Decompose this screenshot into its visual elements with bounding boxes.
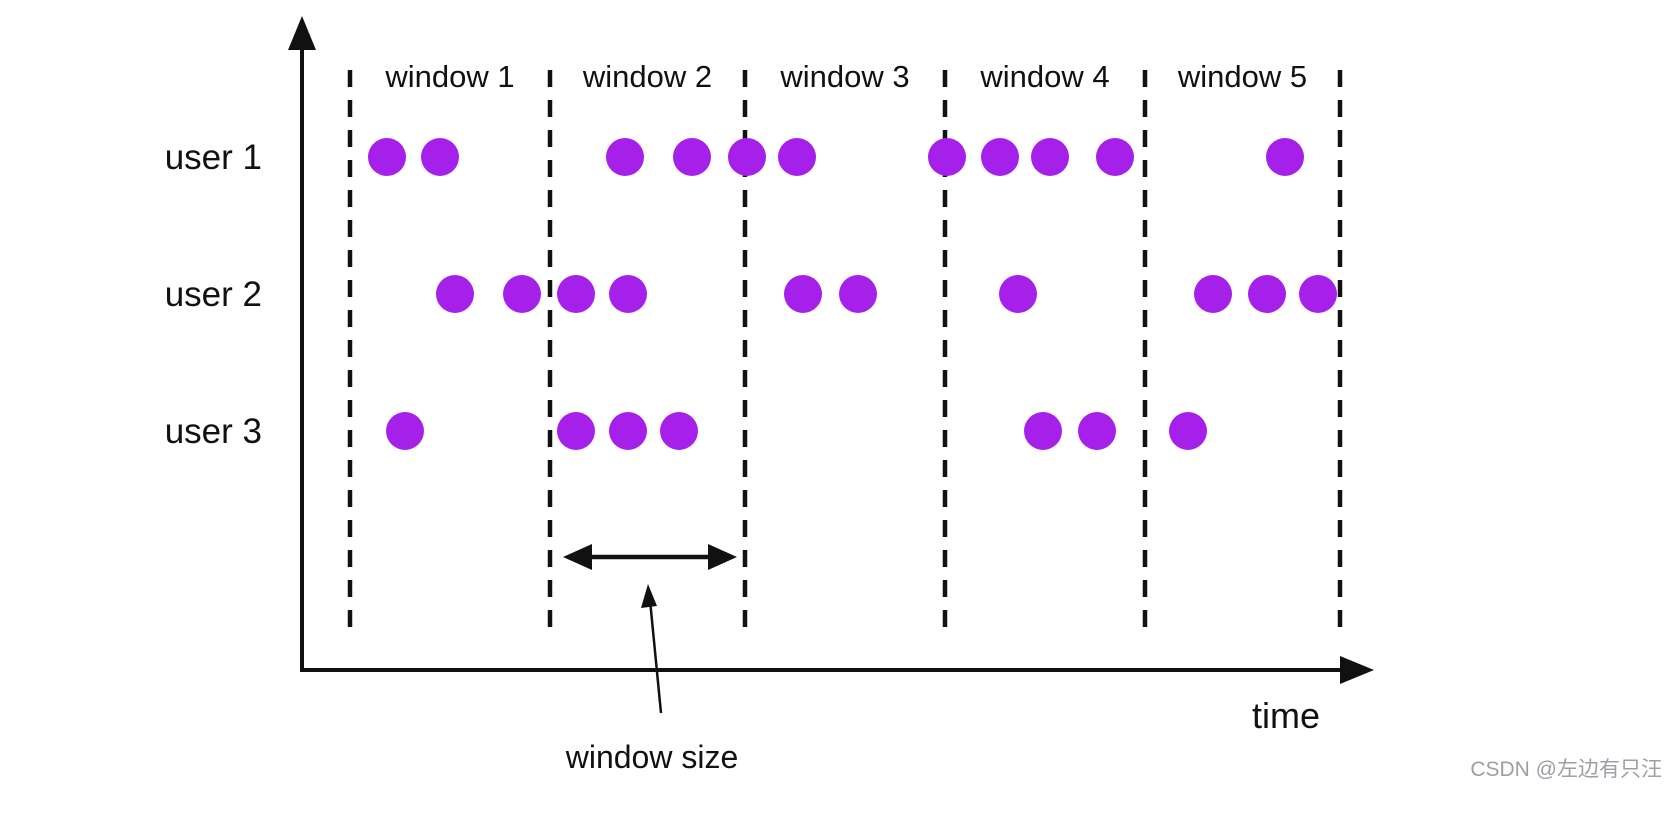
- user-labels: user 1 user 2 user 3: [165, 138, 262, 451]
- event-dot: [1031, 138, 1069, 176]
- event-dot: [1024, 412, 1062, 450]
- window-label-1: window 1: [384, 59, 514, 94]
- event-dot: [673, 138, 711, 176]
- event-dot: [981, 138, 1019, 176]
- event-dot: [436, 275, 474, 313]
- time-axis-label: time: [1252, 695, 1320, 736]
- event-dot: [503, 275, 541, 313]
- watermark: CSDN @左边有只汪: [1470, 758, 1662, 781]
- window-labels: window 1 window 2 window 3 window 4 window 5: [384, 59, 1307, 94]
- user-label-1: user 1: [165, 138, 262, 177]
- event-dot: [1169, 412, 1207, 450]
- event-dots: [368, 138, 1337, 450]
- event-dot: [728, 138, 766, 176]
- event-dot: [1096, 138, 1134, 176]
- event-dot: [1266, 138, 1304, 176]
- event-dot: [386, 412, 424, 450]
- window-label-5: window 5: [1177, 59, 1307, 94]
- event-dot: [1248, 275, 1286, 313]
- event-dot: [1299, 275, 1337, 313]
- event-dot: [1194, 275, 1232, 313]
- event-dot: [557, 275, 595, 313]
- event-dot: [1078, 412, 1116, 450]
- event-dot: [928, 138, 966, 176]
- user-label-3: user 3: [165, 412, 262, 451]
- y-axis: [288, 16, 316, 670]
- event-dot: [421, 138, 459, 176]
- event-dot: [660, 412, 698, 450]
- event-dot: [999, 275, 1037, 313]
- event-dot: [609, 275, 647, 313]
- event-dot: [368, 138, 406, 176]
- window-boundaries: [347, 70, 1343, 638]
- event-dot: [609, 412, 647, 450]
- event-dot: [778, 138, 816, 176]
- window-label-4: window 4: [979, 59, 1109, 94]
- y-axis-arrow-icon: [288, 16, 316, 50]
- window-label-3: window 3: [779, 59, 909, 94]
- x-axis-arrow-icon: [1340, 656, 1374, 684]
- window-size-label: window size: [565, 739, 739, 775]
- window-label-2: window 2: [582, 59, 712, 94]
- x-axis: [300, 656, 1374, 684]
- user-label-2: user 2: [165, 275, 262, 314]
- event-dot: [557, 412, 595, 450]
- window-size-pointer-icon: [641, 584, 663, 714]
- event-dot: [606, 138, 644, 176]
- window-size-arrow-icon: [563, 544, 737, 570]
- event-dot: [784, 275, 822, 313]
- event-dot: [839, 275, 877, 313]
